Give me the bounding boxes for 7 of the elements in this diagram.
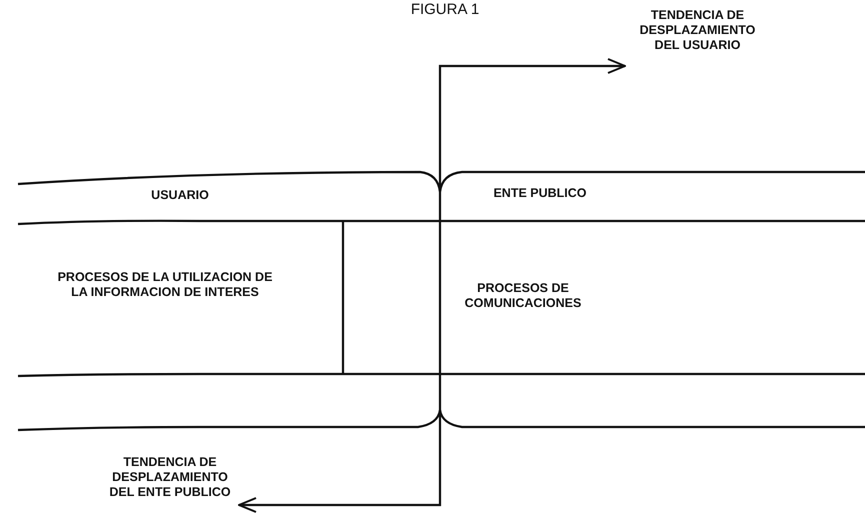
arrow-label: TENDENCIA DE DESPLAZAMIENTO DEL USUARIO (635, 8, 760, 53)
figure-title: FIGURA 1 (410, 1, 480, 18)
arrow-label: TENDENCIA DE DESPLAZAMIENTO DEL ENTE PUBLICO (105, 455, 235, 500)
band-label: USUARIO (150, 188, 210, 203)
process-label: PROCESOS DE LA UTILIZACION DE LA INFORMACION DE INTERES (56, 270, 274, 300)
band-label: ENTE PUBLICO (492, 186, 588, 201)
arrow (238, 410, 442, 513)
